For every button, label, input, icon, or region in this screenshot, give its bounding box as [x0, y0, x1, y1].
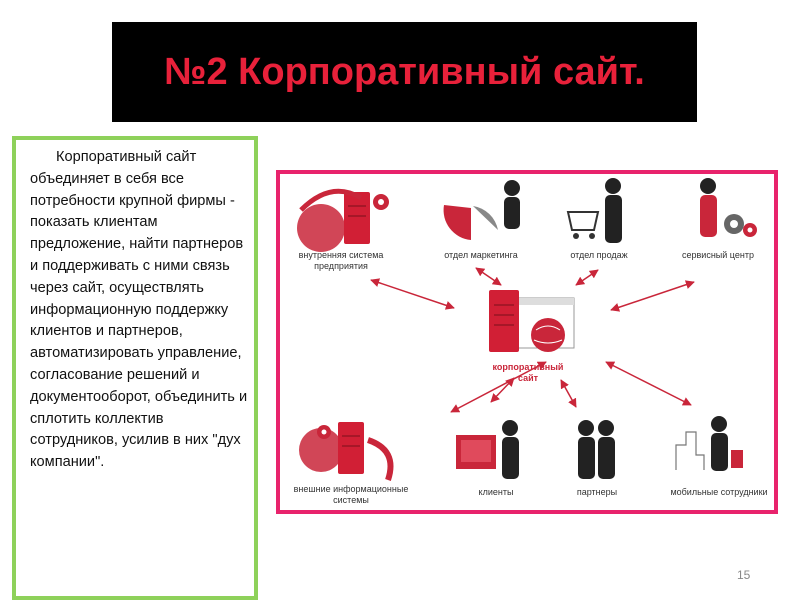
arrow-internal-system	[370, 278, 455, 310]
cycle-arrow-icon	[366, 437, 394, 481]
person-icon	[502, 420, 518, 436]
arrow-sales	[575, 269, 599, 286]
node-label-internal-1: внутренняя система	[299, 250, 384, 260]
server-icon	[489, 290, 519, 352]
node-label-sales: отдел продаж	[570, 250, 627, 260]
slide-title: №2 Корпоративный сайт.	[164, 50, 645, 93]
node-label-internal-2: предприятия	[314, 261, 368, 271]
node-label-mobile: мобильные сотрудники	[670, 487, 767, 497]
node-internal-system: внутренняя система предприятия	[297, 188, 389, 271]
node-partners: партнеры	[577, 420, 617, 497]
node-marketing: отдел маркетинга	[443, 180, 520, 260]
server-icon	[344, 192, 370, 244]
node-clients: клиенты	[456, 420, 519, 497]
node-label-clients: клиенты	[479, 487, 514, 497]
center-label-line1: корпоративный	[493, 362, 564, 372]
arrow-clients	[490, 377, 515, 403]
arrow-service	[610, 280, 695, 312]
shopping-cart-icon	[566, 211, 600, 231]
description-box: Корпоративный сайт объединяет в себя все…	[12, 136, 258, 600]
page-number: 15	[737, 568, 751, 582]
node-label-partners: партнеры	[577, 487, 617, 497]
corporate-site-diagram: корпоративный сайт внутренняя система пр…	[276, 170, 778, 514]
node-label-service: сервисный центр	[682, 250, 754, 260]
center-label-line2: сайт	[518, 373, 539, 383]
cycle-arrow-icon	[299, 188, 363, 212]
node-label-external-1: внешние информационные	[294, 484, 409, 494]
node-service-center: сервисный центр	[682, 178, 757, 260]
server-icon	[338, 422, 364, 474]
arrow-partners	[560, 379, 577, 408]
node-sales: отдел продаж	[566, 178, 628, 260]
person-icon	[700, 178, 716, 194]
corporate-site-node: корпоративный сайт	[489, 290, 575, 383]
node-mobile-staff: мобильные сотрудники	[670, 416, 768, 497]
node-external-systems: внешние информационные системы	[294, 422, 409, 505]
node-label-marketing: отдел маркетинга	[444, 250, 518, 260]
suitcase-icon	[731, 450, 743, 468]
description-text: Корпоративный сайт объединяет в себя все…	[30, 149, 248, 471]
city-skyline-icon	[675, 431, 705, 470]
person-icon	[598, 420, 614, 436]
pie-chart-icon	[443, 205, 471, 240]
title-banner: №2 Корпоративный сайт.	[112, 22, 697, 122]
globe-icon	[299, 428, 343, 472]
person-icon	[605, 178, 621, 194]
node-label-external-2: системы	[333, 495, 369, 505]
globe-icon	[297, 204, 345, 252]
arrow-marketing	[475, 267, 502, 286]
connection-arrows	[370, 267, 695, 413]
person-icon	[504, 180, 520, 196]
person-icon	[711, 416, 727, 432]
arrow-mobile	[605, 361, 692, 406]
globe-icon	[531, 318, 565, 352]
person-icon	[578, 420, 594, 436]
